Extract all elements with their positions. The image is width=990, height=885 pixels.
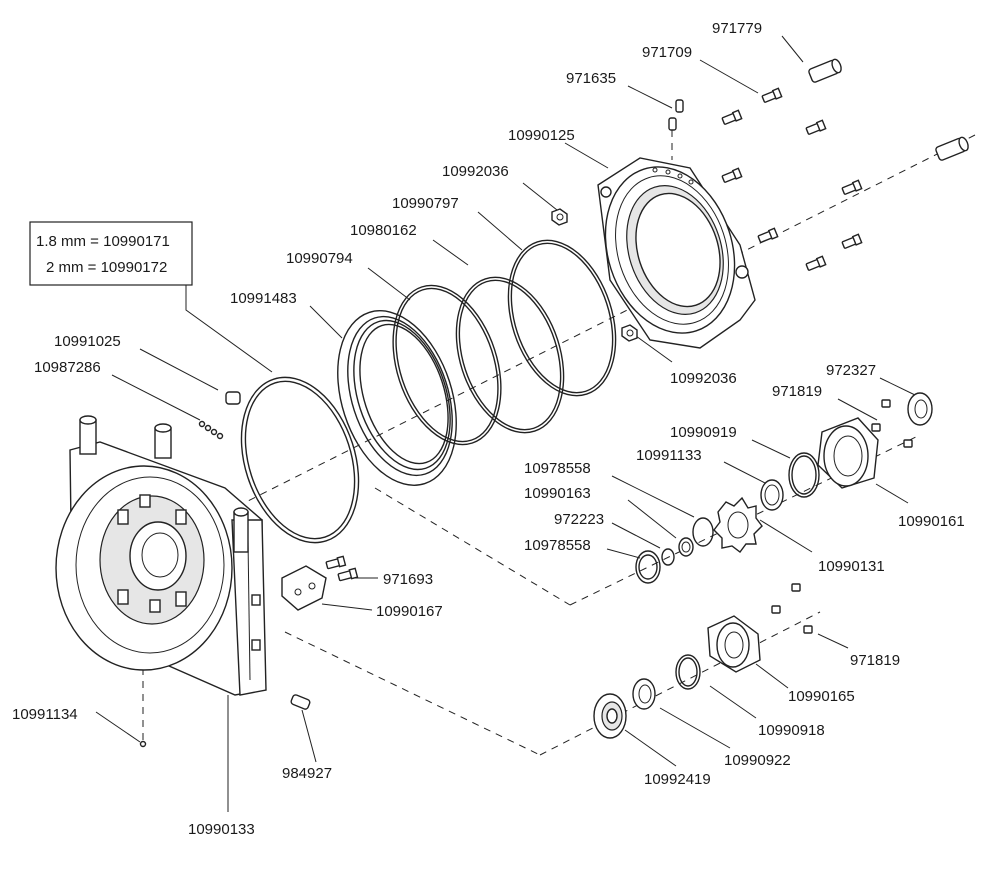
o-ring-10990919	[788, 452, 820, 498]
nut-10992036-top	[551, 208, 568, 226]
label-10990918: 10990918	[758, 722, 825, 739]
screws-971819-bot	[771, 583, 813, 634]
leader-lines	[95, 35, 916, 812]
bushing-10991133	[760, 479, 784, 511]
label-10978558-top: 10978558	[524, 460, 591, 477]
label-972223: 972223	[554, 511, 604, 528]
o-rings	[392, 239, 617, 446]
label-971635: 971635	[566, 70, 616, 87]
bearing-10990922	[632, 678, 656, 710]
label-10991133: 10991133	[636, 447, 702, 464]
seal-972327	[907, 392, 933, 426]
part-labels: 971779 971709 971635 10990125 10992036 1…	[12, 20, 965, 838]
cover-10990125	[597, 157, 756, 349]
gear-10990131	[713, 496, 763, 553]
label-971819-bot: 971819	[850, 652, 900, 669]
o-ring-10990918	[675, 654, 701, 690]
bolts	[721, 58, 969, 271]
piston-10991483	[337, 310, 457, 486]
label-10990161: 10990161	[898, 513, 965, 530]
label-971779: 971779	[712, 20, 762, 37]
label-10990131: 10990131	[818, 558, 885, 575]
bearing-10992419	[593, 693, 627, 739]
bracket-10990167	[281, 565, 327, 611]
label-971709: 971709	[642, 44, 692, 61]
bearing-cap-10990161	[817, 417, 879, 489]
label-10992036-top: 10992036	[442, 163, 509, 180]
snap-ring-10990171	[240, 376, 360, 544]
plug-984927	[290, 694, 311, 710]
bearing-cap-10990165	[707, 615, 761, 673]
screws-971819-top	[871, 399, 913, 448]
label-971693: 971693	[383, 571, 433, 588]
label-10990794: 10990794	[286, 250, 353, 267]
label-10992419: 10992419	[644, 771, 711, 788]
label-10990167: 10990167	[376, 603, 443, 620]
label-10992036-mid: 10992036	[670, 370, 737, 387]
label-972327: 972327	[826, 362, 876, 379]
label-10990919: 10990919	[670, 424, 737, 441]
plug-10991025	[225, 391, 241, 405]
label-10991025: 10991025	[54, 333, 121, 350]
label-10990133: 10990133	[188, 821, 255, 838]
thickness-note-line-2: 2 mm = 10990172	[46, 259, 167, 276]
label-10987286: 10987286	[34, 359, 101, 376]
main-housing-10990133	[55, 415, 267, 696]
nut-10992036-mid	[621, 324, 638, 342]
pins-971635	[668, 99, 684, 160]
label-10991483: 10991483	[230, 290, 297, 307]
washers-left	[635, 517, 714, 584]
balls-10987286	[198, 420, 224, 440]
label-10978558-bot: 10978558	[524, 537, 591, 554]
label-10990165: 10990165	[788, 688, 855, 705]
label-10990797: 10990797	[392, 195, 459, 212]
label-10990125: 10990125	[508, 127, 575, 144]
label-984927: 984927	[282, 765, 332, 782]
label-10990922: 10990922	[724, 752, 791, 769]
ball-10991134	[139, 740, 147, 748]
label-971819-top: 971819	[772, 383, 822, 400]
label-10980162: 10980162	[350, 222, 417, 239]
thickness-note-box: 1.8 mm = 10990171 2 mm = 10990172	[29, 221, 193, 286]
screws-971693	[325, 555, 359, 582]
label-10991134: 10991134	[12, 706, 78, 723]
thickness-note-line-1: 1.8 mm = 10990171	[36, 233, 170, 250]
label-10990163: 10990163	[524, 485, 591, 502]
